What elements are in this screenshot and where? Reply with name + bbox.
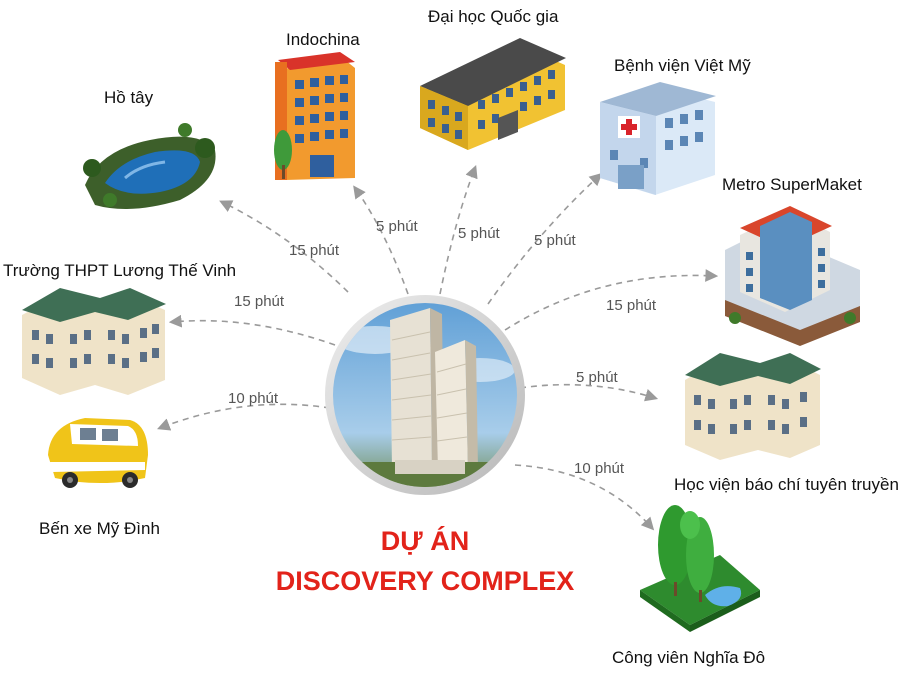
university-building-icon	[420, 38, 566, 150]
title-line-2: DISCOVERY COMPLEX	[276, 566, 575, 596]
time-indochina: 5 phút	[376, 218, 419, 235]
connector-cong-vien	[514, 464, 655, 531]
label-truong-thpt: Trường THPT Lương Thế Vinh	[3, 261, 236, 280]
connector-ho-tay	[219, 200, 349, 293]
connector-metro	[504, 269, 719, 331]
supermarket-building-icon	[725, 206, 860, 346]
time-dai-hoc: 5 phút	[458, 225, 501, 242]
connector-truong-thpt	[168, 314, 336, 346]
time-truong-thpt: 15 phút	[234, 293, 285, 310]
connector-ben-xe	[157, 403, 331, 431]
travel-times: 15 phút 5 phút 5 phút 5 phút 15 phút 15 …	[228, 218, 657, 477]
academy-building-icon	[685, 353, 821, 460]
label-ho-tay: Hồ tây	[104, 88, 154, 107]
time-ben-xe: 10 phút	[228, 390, 279, 407]
connector-indochina	[353, 185, 409, 295]
time-benh-vien: 5 phút	[534, 232, 577, 249]
lake-icon	[83, 123, 216, 209]
time-hoc-vien: 5 phút	[576, 369, 619, 386]
label-metro: Metro SuperMaket	[722, 175, 862, 194]
center-tower-photo	[325, 295, 525, 495]
label-dai-hoc: Đại học Quốc gia	[428, 7, 559, 26]
hospital-icon	[600, 82, 716, 195]
time-cong-vien: 10 phút	[574, 460, 625, 477]
label-indochina: Indochina	[286, 30, 360, 49]
label-ben-xe: Bến xe Mỹ Đình	[39, 519, 160, 538]
connector-hoc-vien	[519, 383, 659, 402]
connectors	[157, 165, 719, 531]
time-ho-tay: 15 phút	[289, 242, 340, 259]
park-icon	[640, 505, 760, 632]
school-building-icon	[22, 288, 166, 395]
orange-building-icon	[274, 52, 355, 180]
project-title: DỰ ÁN DISCOVERY COMPLEX	[276, 525, 575, 596]
time-metro: 15 phút	[606, 297, 657, 314]
title-line-1: DỰ ÁN	[381, 525, 469, 556]
connector-dai-hoc	[439, 165, 478, 295]
label-cong-vien: Công viên Nghĩa Đô	[612, 648, 765, 667]
label-benh-vien: Bệnh viện Việt Mỹ	[614, 56, 751, 75]
place-labels: Hồ tây Indochina Đại học Quốc gia Bệnh v…	[3, 7, 899, 667]
label-hoc-vien: Học viện báo chí tuyên truyền	[674, 475, 899, 494]
bus-icon	[48, 418, 148, 488]
